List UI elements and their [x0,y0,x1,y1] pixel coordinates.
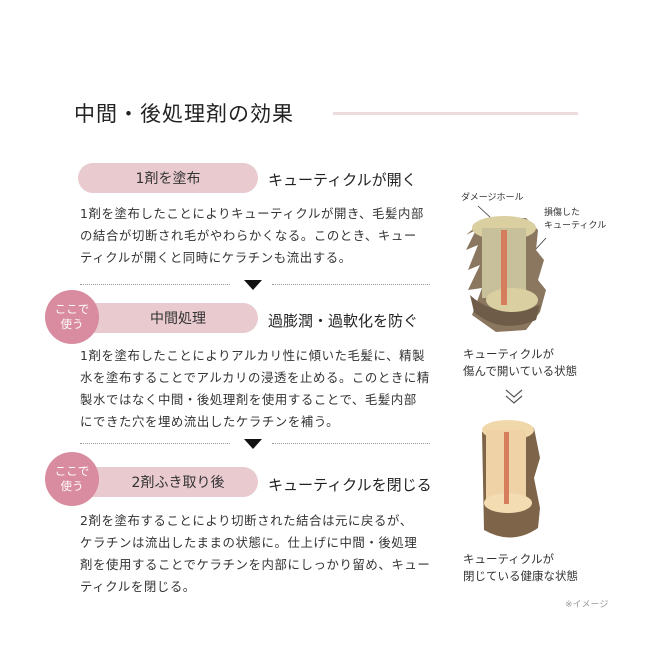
title-divider [333,112,578,115]
dotted-divider [80,284,230,285]
step1-body: 1剤を塗布したことによりキューティクルが開き、毛髪内部 の結合が切断され毛がやわ… [80,203,440,269]
step1-pill: 1剤を塗布 [78,163,258,193]
step1-label: 1剤を塗布 [135,171,201,187]
double-chevron-down-icon [505,389,523,404]
down-arrow-icon [244,280,262,290]
body-line: ケラチンは流出したままの状態に。仕上げに中間・後処理 [80,535,418,550]
body-line: にできた穴を埋め流出したケラチンを補う。 [80,414,340,429]
step3-label: 2剤ふき取り後 [131,475,225,491]
caption-line: キューティクルが [463,552,554,566]
body-line: ティクルを閉じる。 [80,579,196,594]
damaged-hair-illustration [466,205,547,332]
damaged-caption: キューティクルが傷んで開いている状態 [463,346,577,380]
dotted-divider [272,284,430,285]
body-line: 製水ではなく中間・後処理剤を使用することで、毛髪内部 [80,392,417,407]
use-here-badge: ここで使う [45,452,99,506]
dotted-divider [272,443,430,444]
body-line: 2剤を塗布することにより切断された結合は元に戻るが、 [80,513,413,528]
badge-line: 使う [60,479,84,493]
caption-line: キューティクルが [463,347,554,361]
step1-heading: キューティクルが開く [268,171,417,189]
dotted-divider [80,443,230,444]
step3-body: 2剤を塗布することにより切断された結合は元に戻るが、 ケラチンは流出したままの状… [80,510,440,598]
step2-body: 1剤を塗布したことによりアルカリ性に傾いた毛髪に、精製 水を塗布することでアルカ… [80,345,440,433]
healthy-hair-illustration [482,420,540,538]
step2-label: 中間処理 [150,311,206,327]
healthy-caption: キューティクルが閉じている健康な状態 [463,551,578,585]
page-title: 中間・後処理剤の効果 [74,102,294,126]
caption-line: 傷んで開いている状態 [463,364,578,378]
body-line: 剤を使用することでケラチンを内部にしっかり留め、キュー [80,557,431,572]
step3-heading: キューティクルを閉じる [268,476,432,494]
down-arrow-icon [244,439,262,449]
step2-pill: 中間処理 [78,303,258,333]
body-line: の結合が切断され毛がやわらかくなる。このとき、キュー [80,228,417,243]
body-line: 水を塗布することでアルカリの浸透を止める。このときに精 [80,370,430,385]
caption-line: 閉じている健康な状態 [463,569,578,583]
damaged-cuticle-label: 損傷したキューティクル [544,207,606,233]
badge-line: ここで [54,302,90,316]
label-line: 損傷した [544,208,581,218]
step2-heading: 過膨潤・過軟化を防ぐ [268,312,419,330]
step3-pill: 2剤ふき取り後 [78,467,258,497]
badge-line: ここで [54,464,90,478]
body-line: 1剤を塗布したことによりアルカリ性に傾いた毛髪に、精製 [80,348,426,363]
badge-line: 使う [60,317,84,331]
use-here-badge: ここで使う [45,290,99,344]
label-line: キューティクル [544,221,607,231]
body-line: ティクルが開くと同時にケラチンも流出する。 [80,250,352,265]
damage-hole-label: ダメージホール [461,193,524,203]
image-note: ※イメージ [565,600,609,610]
body-line: 1剤を塗布したことによりキューティクルが開き、毛髪内部 [80,206,425,221]
